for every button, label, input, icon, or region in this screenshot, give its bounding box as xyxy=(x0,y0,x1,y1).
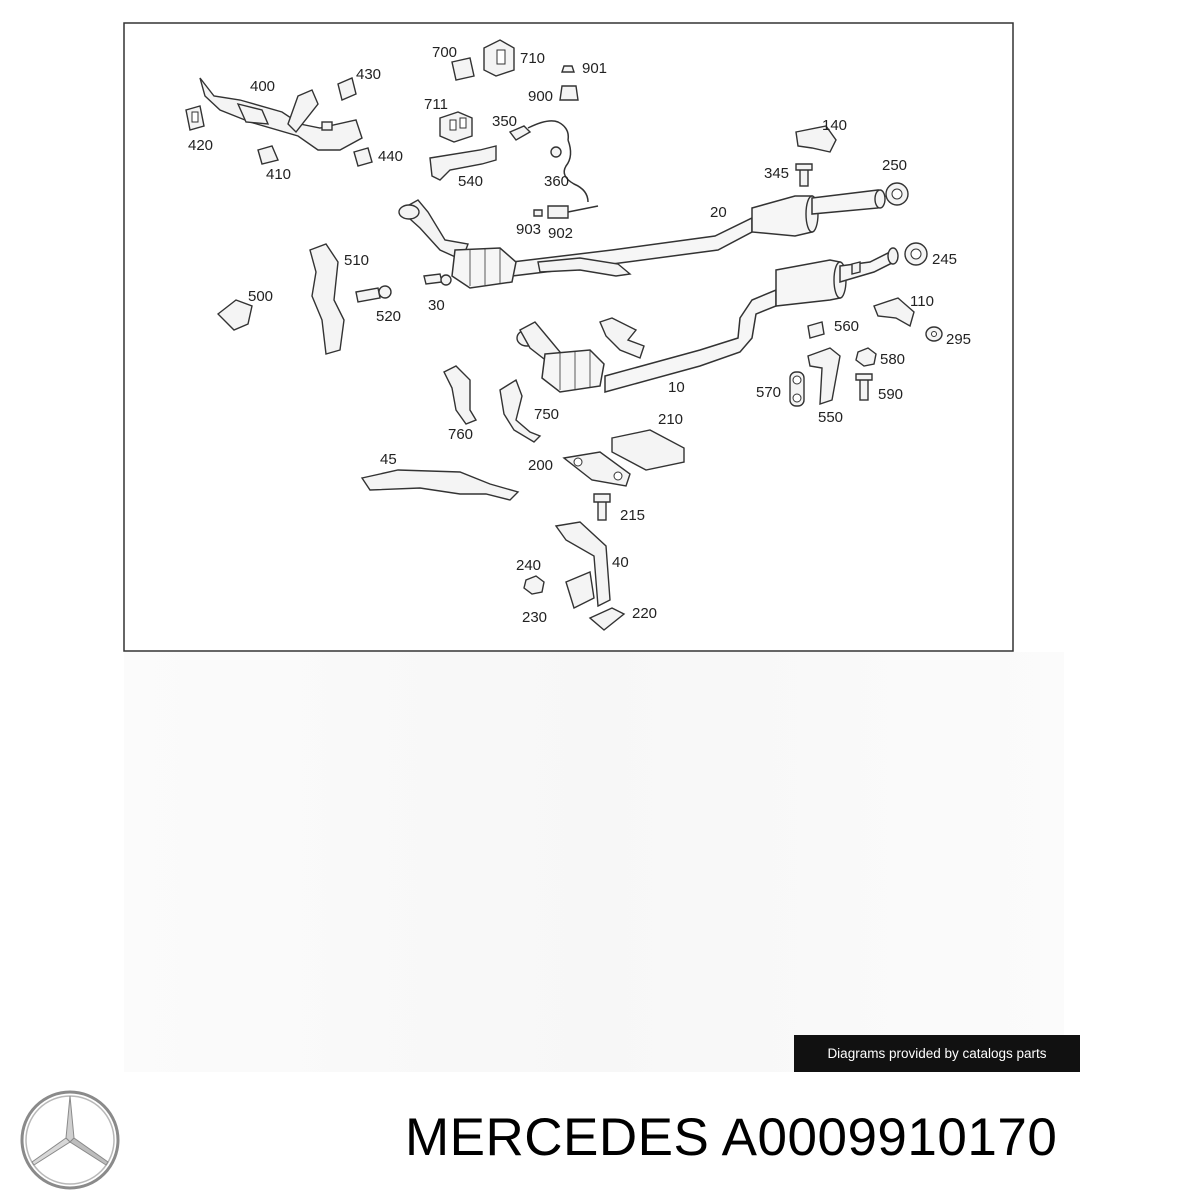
label-420: 420 xyxy=(188,137,213,154)
bracket-140 xyxy=(795,125,837,153)
washer-295 xyxy=(925,326,943,342)
label-900: 900 xyxy=(528,88,553,105)
holder-700 xyxy=(451,57,475,81)
label-215: 215 xyxy=(620,507,645,524)
label-30: 30 xyxy=(428,297,445,314)
bracket-200 xyxy=(562,451,631,487)
label-590: 590 xyxy=(878,386,903,403)
label-550: 550 xyxy=(818,409,843,426)
label-110: 110 xyxy=(910,293,934,310)
label-560: 560 xyxy=(834,318,859,335)
clip-220 xyxy=(588,607,626,631)
bracket-45 xyxy=(360,469,520,501)
label-750: 750 xyxy=(534,406,559,423)
label-345: 345 xyxy=(764,165,789,182)
label-410: 410 xyxy=(266,166,291,183)
label-440: 440 xyxy=(378,148,403,165)
label-140: 140 xyxy=(822,117,847,134)
label-430: 430 xyxy=(356,66,381,83)
bracket-510 xyxy=(309,243,345,355)
label-220: 220 xyxy=(632,605,657,622)
label-711: 711 xyxy=(424,96,448,113)
bolt-590 xyxy=(855,373,873,401)
bolt-30 xyxy=(423,273,452,286)
sensor-900 xyxy=(559,85,579,101)
sensor-cable-360 xyxy=(550,139,589,203)
label-40: 40 xyxy=(612,554,629,571)
bracket-40 xyxy=(554,521,611,608)
label-45: 45 xyxy=(380,451,397,468)
label-210: 210 xyxy=(658,411,683,428)
sensor-901 xyxy=(561,65,575,73)
bracket-110 xyxy=(873,297,915,328)
bracket-assembly-400 xyxy=(199,77,363,151)
label-580: 580 xyxy=(880,351,905,368)
label-520: 520 xyxy=(376,308,401,325)
bracket-230 xyxy=(565,571,595,609)
mercedes-star-icon xyxy=(20,1090,120,1190)
label-240: 240 xyxy=(516,557,541,574)
bolt-520 xyxy=(355,285,392,303)
bracket-750 xyxy=(499,378,542,443)
label-903: 903 xyxy=(516,221,541,238)
label-350: 350 xyxy=(492,113,517,130)
diagram-credit-badge: Diagrams provided by catalogs parts xyxy=(794,1035,1080,1072)
part-labels: 10 20 30 40 45 110 140 200 210 215 220 2… xyxy=(188,44,971,626)
nut-240 xyxy=(523,575,545,595)
rubber-mount-570 xyxy=(789,371,805,407)
bracket-550 xyxy=(807,347,841,405)
label-700: 700 xyxy=(432,44,457,61)
label-360: 360 xyxy=(544,173,569,190)
holder-710 xyxy=(483,39,515,77)
label-570: 570 xyxy=(756,384,781,401)
bolt-215 xyxy=(593,493,611,521)
clip-410 xyxy=(257,145,279,165)
label-540: 540 xyxy=(458,173,483,190)
label-20: 20 xyxy=(710,204,727,221)
label-230: 230 xyxy=(522,609,547,626)
bolt-345 xyxy=(795,163,813,187)
catalytic-converter-upper xyxy=(398,199,632,289)
bracket-500 xyxy=(216,299,253,331)
label-200: 200 xyxy=(528,457,553,474)
label-10: 10 xyxy=(668,379,685,396)
sensor-902-903 xyxy=(533,205,599,219)
clamp-245 xyxy=(904,242,928,266)
label-710: 710 xyxy=(520,50,545,67)
label-760: 760 xyxy=(448,426,473,443)
catalytic-converter-lower xyxy=(516,317,645,393)
clamp-250 xyxy=(885,182,909,206)
clip-420 xyxy=(185,105,205,131)
clip-430 xyxy=(337,77,357,101)
part-number-title: MERCEDES A0009910170 xyxy=(405,1108,1058,1167)
background-shade xyxy=(124,652,1064,1072)
label-295: 295 xyxy=(946,331,971,348)
clip-440 xyxy=(353,147,373,167)
nut-560 xyxy=(807,321,825,339)
oxygen-sensor-350 xyxy=(508,120,570,141)
exhaust-pipe-10 xyxy=(604,247,899,393)
label-245: 245 xyxy=(932,251,957,268)
bracket-760 xyxy=(443,365,478,425)
label-510: 510 xyxy=(344,252,369,269)
label-500: 500 xyxy=(248,288,273,305)
label-902: 902 xyxy=(548,225,573,242)
holder-711 xyxy=(439,111,473,143)
bracket-540 xyxy=(429,145,497,181)
label-901: 901 xyxy=(582,60,607,77)
label-400: 400 xyxy=(250,78,275,95)
label-250: 250 xyxy=(882,157,907,174)
nut-580 xyxy=(855,347,877,367)
bracket-210 xyxy=(611,429,685,471)
